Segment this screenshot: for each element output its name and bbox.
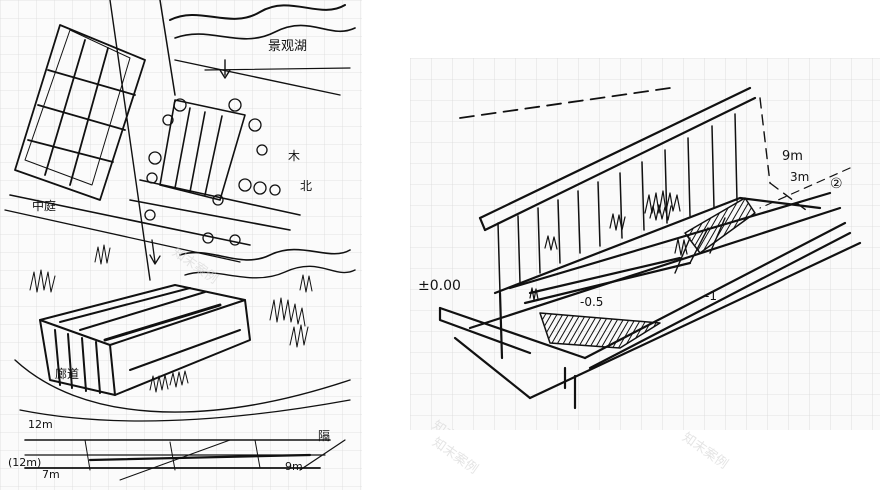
- section-perspective-sketch: ±0.00 9m 3m ② -0.5 -1 知末案例: [410, 58, 880, 430]
- floor-slabs: [438, 191, 862, 410]
- label-height-3m: 3m: [790, 170, 809, 184]
- trees: [144, 98, 281, 246]
- watermark-right-2: 知末案例: [429, 435, 481, 478]
- label-mark-2: ②: [830, 176, 843, 192]
- label-elev-12m-paren: (12m): [8, 456, 41, 469]
- site-plan-sketch: 景观湖 木 北 中庭 廊道 12m (12m) 7m 9m 隔 知末案例: [0, 0, 362, 490]
- facade-mullions: [497, 113, 738, 294]
- label-level: ±0.00: [418, 278, 461, 294]
- label-atrium: 中庭: [32, 198, 56, 213]
- label-corridor: 廊道: [55, 366, 79, 381]
- label-north: 北: [300, 179, 312, 193]
- site-plan-drawing: 景观湖 木 北 中庭 廊道 12m (12m) 7m 9m 隔: [0, 0, 362, 490]
- plaza: [129, 99, 301, 231]
- roof: [478, 86, 757, 232]
- roof-dashed-top: [459, 87, 671, 119]
- label-elev-9m: 9m: [285, 460, 303, 473]
- label-mark-minus-half: -0.5: [580, 295, 603, 309]
- label-mark-minus-one: -1: [705, 289, 717, 303]
- perspective-drawing: ±0.00 9m 3m ② -0.5 -1: [410, 58, 880, 430]
- label-lake: 景观湖: [268, 39, 307, 54]
- hatched-void: [539, 312, 661, 349]
- label-elev-7m: 7m: [42, 468, 60, 481]
- lake-edge: [169, 4, 346, 21]
- vegetation: [529, 190, 688, 301]
- grid-paper-right: [410, 58, 880, 430]
- watermark-right-3: 知末案例: [679, 430, 731, 473]
- label-height-9m: 9m: [782, 149, 803, 164]
- perspective-building: [39, 284, 251, 396]
- label-wood: 木: [288, 149, 300, 163]
- grass: [29, 244, 313, 393]
- label-elev-12m: 12m: [28, 418, 53, 431]
- label-side-note: 隔: [318, 429, 330, 443]
